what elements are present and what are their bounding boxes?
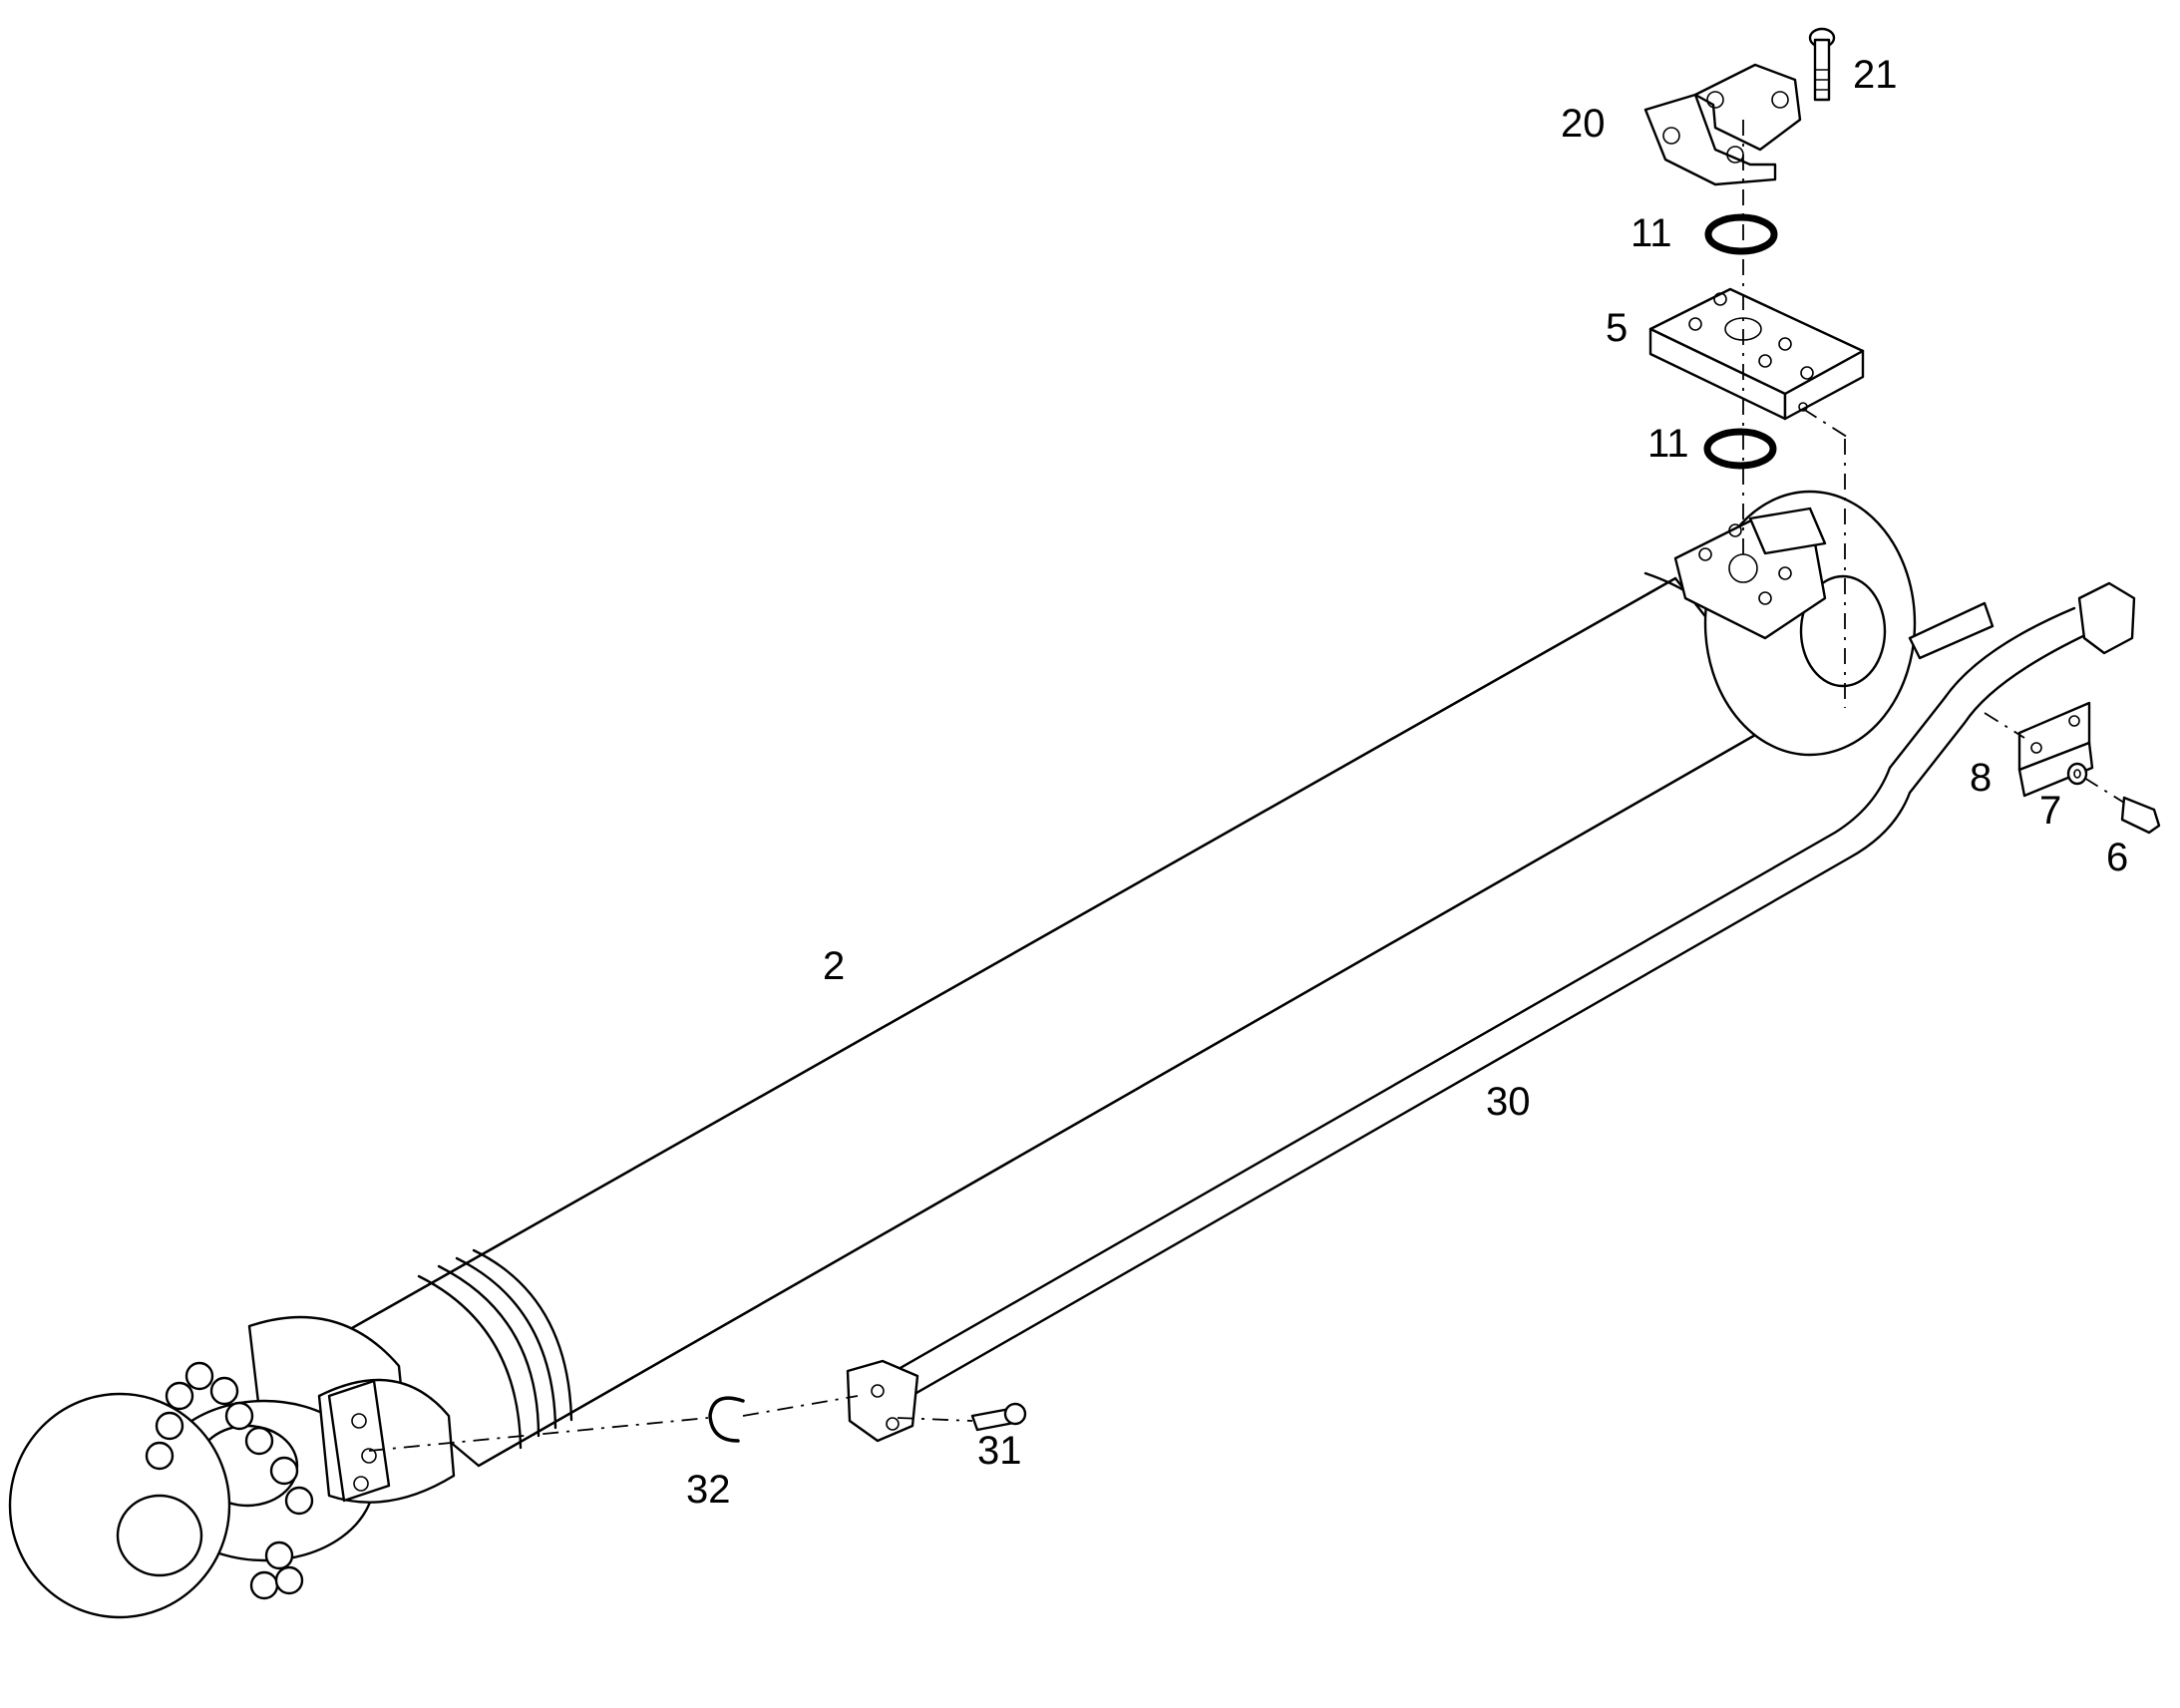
callout-6: 6 <box>2106 836 2128 879</box>
o-ring-upper <box>1704 213 1778 255</box>
callout-8: 8 <box>1970 756 1992 800</box>
cylinder-barrel <box>327 561 1802 1468</box>
clamp-bracket <box>2017 701 2094 798</box>
callout-11-upper: 11 <box>1631 211 1672 255</box>
callout-11-lower: 11 <box>1647 422 1689 466</box>
callout-7: 7 <box>2039 789 2061 833</box>
assembly-lines <box>368 120 2125 1452</box>
cylinder-head-top <box>1673 490 1917 757</box>
callout-20: 20 <box>1561 102 1606 146</box>
callout-21: 21 <box>1853 53 1898 97</box>
o-ring-lower <box>1703 428 1777 470</box>
bolt-part-6 <box>2120 796 2161 835</box>
adapter-block <box>1648 287 1865 421</box>
washer-part-7 <box>2066 762 2088 786</box>
callout-30: 30 <box>1486 1080 1531 1124</box>
callout-32: 32 <box>686 1468 731 1512</box>
cap-screw-part-21 <box>1808 27 1836 102</box>
flange-clamp-halves <box>1643 63 1802 186</box>
callout-2: 2 <box>823 944 845 988</box>
cylinder-bottom-end <box>8 1315 456 1619</box>
callout-5: 5 <box>1606 306 1628 350</box>
cap-screw-part-31 <box>970 1402 1027 1432</box>
callout-31: 31 <box>977 1429 1022 1473</box>
snap-ring-part-32 <box>708 1396 745 1443</box>
hydraulic-pipe <box>846 581 2136 1443</box>
